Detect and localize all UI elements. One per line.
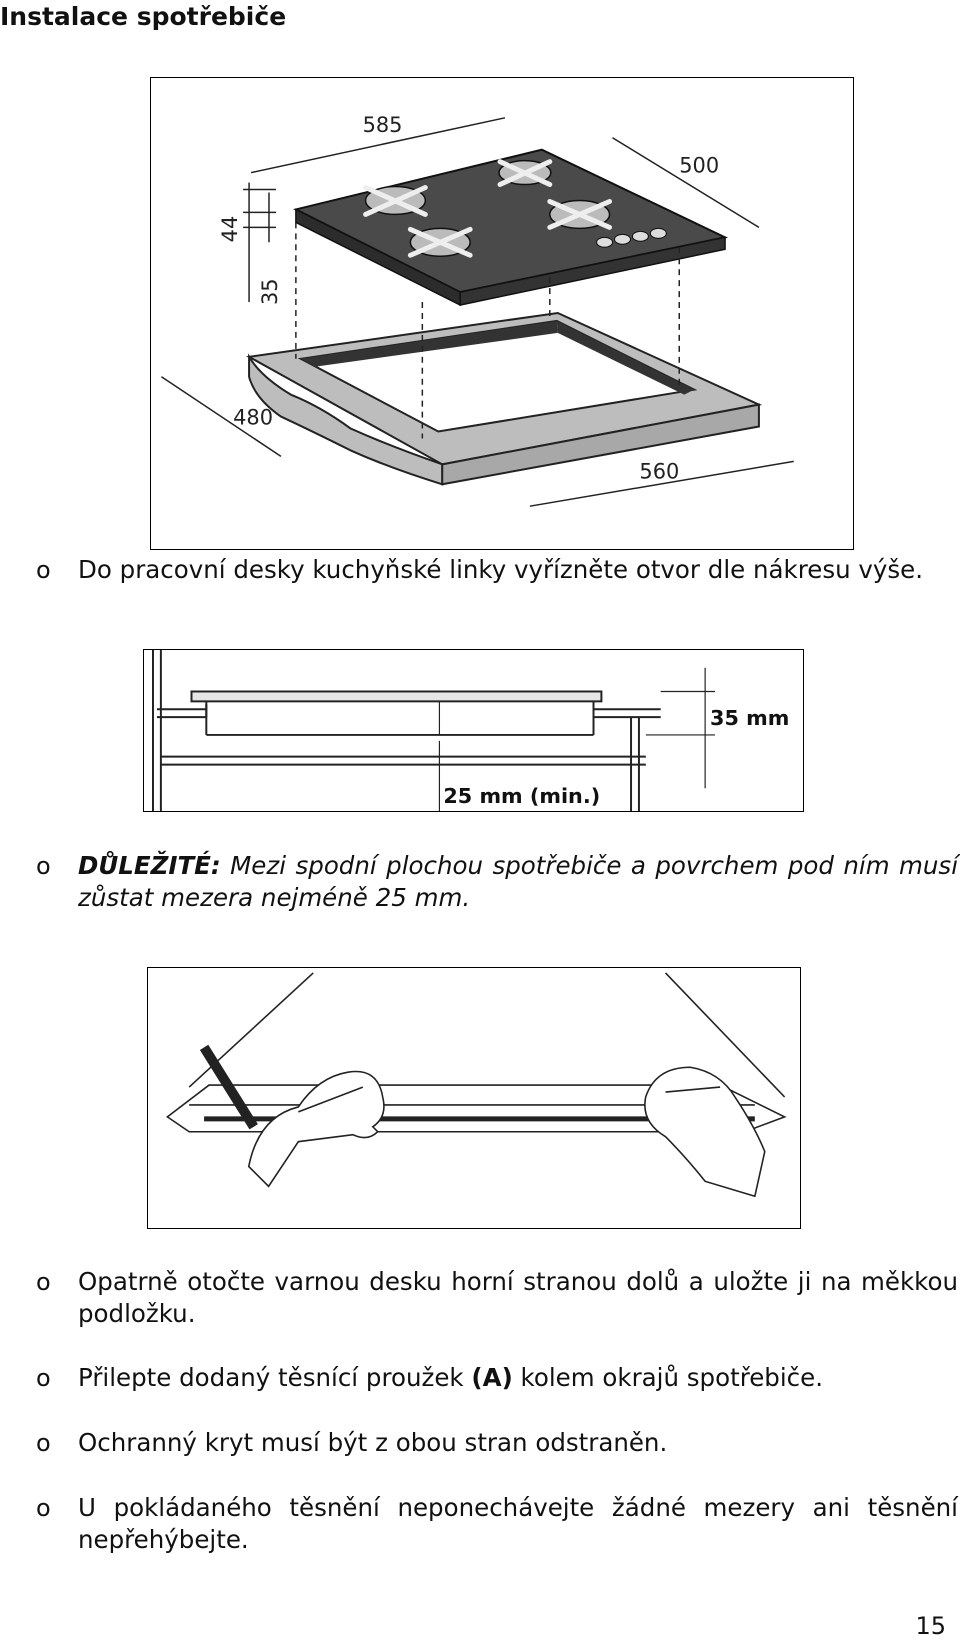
bullet: o xyxy=(36,556,51,584)
bullet: o xyxy=(36,852,51,880)
paragraph-cutout: Do pracovní desky kuchyňské linky vyřízn… xyxy=(78,555,924,584)
paragraph-apply-seal: Přilepte dodaný těsnící proužek (A) kole… xyxy=(78,1362,958,1394)
cutout-diagram-svg: 585 500 44 35 480 560 xyxy=(161,113,794,507)
dim-width-label: 585 xyxy=(363,113,403,137)
page-number: 15 xyxy=(915,1612,946,1640)
seal-label-a: (A) xyxy=(471,1363,513,1392)
paragraph-turn-over: Opatrně otočte varnou desku horní strano… xyxy=(78,1267,958,1328)
paragraph-protective-cover: Ochranný kryt musí být z obou stran odst… xyxy=(78,1428,668,1457)
clearance-diagram: 35 mm 25 mm (min.) xyxy=(143,649,804,812)
page-title: Instalace spotřebiče xyxy=(0,2,287,31)
bullet: o xyxy=(36,1429,51,1457)
dim-height-label: 35 xyxy=(258,278,282,305)
seal-illustration-svg xyxy=(166,972,787,1198)
seal-application-illustration xyxy=(147,967,801,1229)
bullet: o xyxy=(36,1364,51,1392)
clearance-diagram-svg: 35 mm 25 mm (min.) xyxy=(151,650,789,811)
important-label: DŮLEŽITÉ: xyxy=(78,851,221,880)
apply-seal-text-b: kolem okrajů spotřebiče. xyxy=(512,1363,823,1392)
bullet: o xyxy=(36,1494,51,1522)
clearance-top-label: 35 mm xyxy=(710,706,789,730)
dim-cutout-depth-label: 480 xyxy=(233,406,273,430)
clearance-bottom-label: 25 mm (min.) xyxy=(443,784,600,808)
dim-depth-label: 500 xyxy=(679,154,719,178)
dim-cutout-width-label: 560 xyxy=(639,459,679,483)
paragraph-seal-gaps: U pokládaného těsnění neponechávejte žád… xyxy=(78,1493,958,1554)
cutout-diagram: 585 500 44 35 480 560 xyxy=(150,77,854,550)
bullet: o xyxy=(36,1268,51,1296)
paragraph-important: DŮLEŽITÉ: Mezi spodní plochou spotřebiče… xyxy=(78,850,958,914)
dim-height-total-label: 44 xyxy=(218,216,242,243)
important-text: Mezi spodní plochou spotřebiče a povrche… xyxy=(78,851,958,912)
apply-seal-text-a: Přilepte dodaný těsnící proužek xyxy=(78,1363,472,1392)
